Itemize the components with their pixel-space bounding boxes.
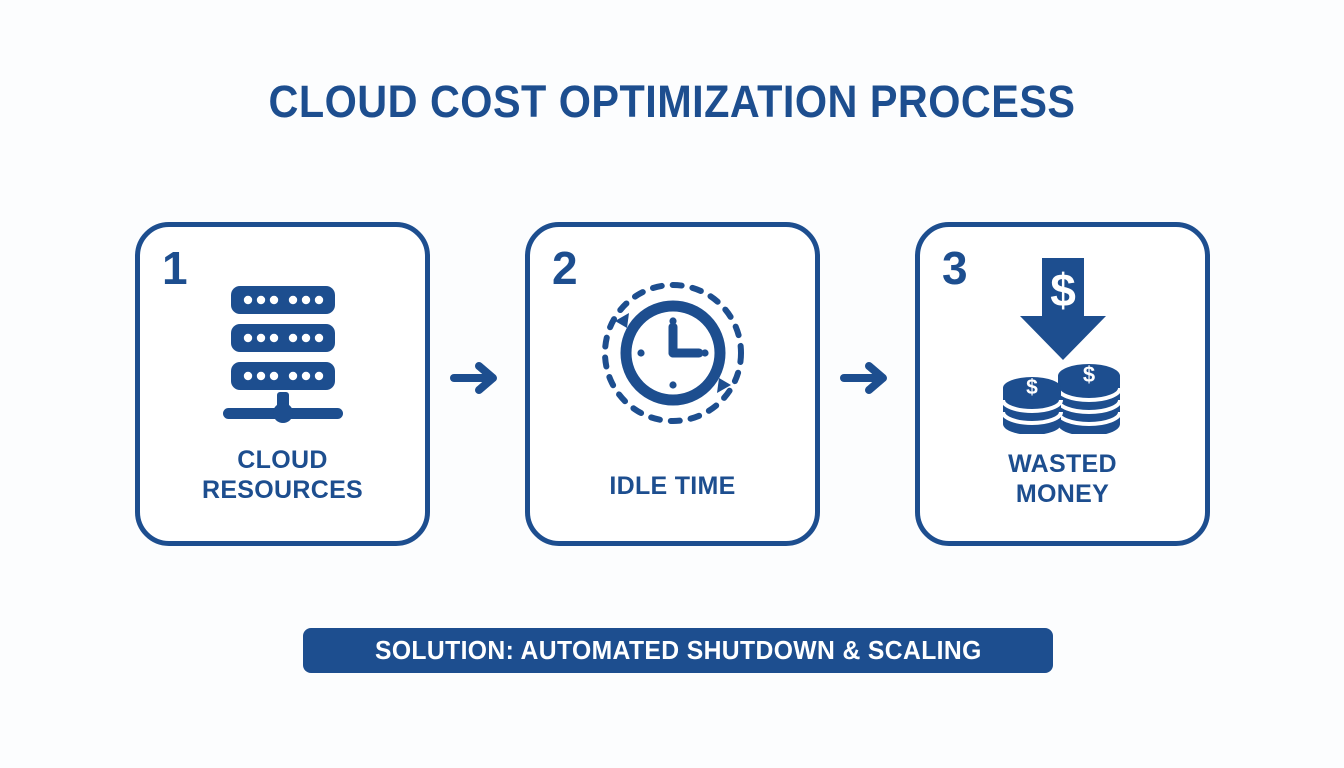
arrow-right-icon: [839, 358, 893, 398]
step-label-line1: CLOUD: [237, 446, 328, 474]
clock-cycle-icon: [530, 269, 815, 437]
step-label-line2: RESOURCES: [201, 476, 364, 504]
svg-text:$: $: [1026, 376, 1038, 399]
money-down-arrow-coins-icon: $: [920, 251, 1205, 437]
page-title: CLOUD COST OPTIMIZATION PROCESS: [268, 76, 1076, 127]
step-number: 3: [942, 242, 968, 294]
step-number: 1: [162, 242, 188, 294]
step-card-wasted-money[interactable]: 3 $: [915, 222, 1210, 546]
coin-stacks-icon: $ $: [1000, 362, 1122, 434]
step-label: IDLE TIME: [530, 471, 815, 501]
svg-text:$: $: [1082, 362, 1094, 387]
step-card-idle-time[interactable]: 2: [525, 222, 820, 546]
process-steps: 1: [135, 222, 1210, 546]
dollar-down-arrow-icon: $: [1019, 258, 1106, 360]
step-label-line1: IDLE TIME: [609, 472, 736, 500]
step-label: WASTED MONEY: [920, 449, 1205, 509]
solution-banner-text: SOLUTION: AUTOMATED SHUTDOWN & SCALING: [374, 635, 982, 665]
step-number: 2: [552, 242, 578, 294]
step-card-cloud-resources[interactable]: 1: [135, 222, 430, 546]
step-label-line1: WASTED: [1008, 450, 1117, 478]
server-rack-icon: [140, 279, 425, 429]
arrow-right-icon: [449, 358, 503, 398]
svg-text:$: $: [1050, 264, 1076, 316]
solution-banner[interactable]: SOLUTION: AUTOMATED SHUTDOWN & SCALING: [303, 628, 1053, 673]
step-label: CLOUD RESOURCES: [140, 445, 425, 505]
step-label-line2: MONEY: [1015, 480, 1110, 508]
